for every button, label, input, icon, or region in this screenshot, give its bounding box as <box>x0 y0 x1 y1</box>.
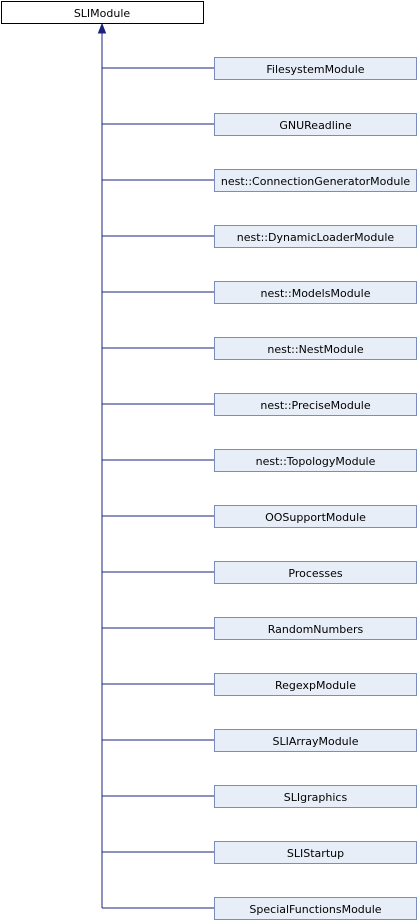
child-node[interactable]: RegexpModule <box>214 673 417 696</box>
child-node[interactable]: RandomNumbers <box>214 617 417 640</box>
child-node-label: SLIgraphics <box>284 791 348 804</box>
child-node-box <box>214 841 417 864</box>
child-node-box <box>214 449 417 472</box>
inheritance-arrow-icon <box>97 22 107 34</box>
child-node-box <box>214 673 417 696</box>
child-node-box <box>214 57 417 80</box>
child-node-box <box>214 393 417 416</box>
child-node-label: SLIArrayModule <box>273 735 359 748</box>
child-node-label: nest::ConnectionGeneratorModule <box>221 175 411 188</box>
child-node[interactable]: SpecialFunctionsModule <box>214 897 417 920</box>
child-node-label: RegexpModule <box>275 679 356 692</box>
child-node-box <box>214 337 417 360</box>
child-node-label: OOSupportModule <box>265 511 366 524</box>
child-node[interactable]: GNUReadline <box>214 113 417 136</box>
child-node-label: FilesystemModule <box>266 63 364 76</box>
child-node-box <box>214 225 417 248</box>
child-node-label: nest::TopologyModule <box>256 455 376 468</box>
child-node[interactable]: nest::ConnectionGeneratorModule <box>214 169 417 192</box>
child-node-label: nest::NestModule <box>267 343 363 356</box>
child-node-box <box>214 169 417 192</box>
child-node-box <box>214 561 417 584</box>
child-node[interactable]: SLIArrayModule <box>214 729 417 752</box>
child-node[interactable]: SLIStartup <box>214 841 417 864</box>
child-node-label: nest::DynamicLoaderModule <box>237 231 395 244</box>
child-node[interactable]: nest::ModelsModule <box>214 281 417 304</box>
child-node[interactable]: nest::PreciseModule <box>214 393 417 416</box>
child-node[interactable]: nest::DynamicLoaderModule <box>214 225 417 248</box>
child-node[interactable]: nest::NestModule <box>214 337 417 360</box>
root-node[interactable]: SLIModule <box>1 1 204 24</box>
child-node[interactable]: SLIgraphics <box>214 785 417 808</box>
child-node-label: nest::PreciseModule <box>260 399 371 412</box>
child-node[interactable]: OOSupportModule <box>214 505 417 528</box>
child-node-box <box>214 785 417 808</box>
child-node[interactable]: Processes <box>214 561 417 584</box>
root-node-label: SLIModule <box>74 7 131 20</box>
child-node-box <box>214 729 417 752</box>
child-node[interactable]: FilesystemModule <box>214 57 417 80</box>
child-node-label: GNUReadline <box>279 119 352 132</box>
child-node-box <box>214 113 417 136</box>
child-node-label: Processes <box>288 567 342 580</box>
child-node-box <box>214 505 417 528</box>
child-node-label: SpecialFunctionsModule <box>249 903 381 916</box>
child-node[interactable]: nest::TopologyModule <box>214 449 417 472</box>
child-node-label: SLIStartup <box>287 847 344 860</box>
child-node-label: nest::ModelsModule <box>261 287 371 300</box>
child-node-label: RandomNumbers <box>268 623 364 636</box>
child-node-box <box>214 281 417 304</box>
edges <box>97 22 215 909</box>
child-nodes: FilesystemModuleGNUReadlinenest::Connect… <box>214 57 417 920</box>
child-node-box <box>214 617 417 640</box>
